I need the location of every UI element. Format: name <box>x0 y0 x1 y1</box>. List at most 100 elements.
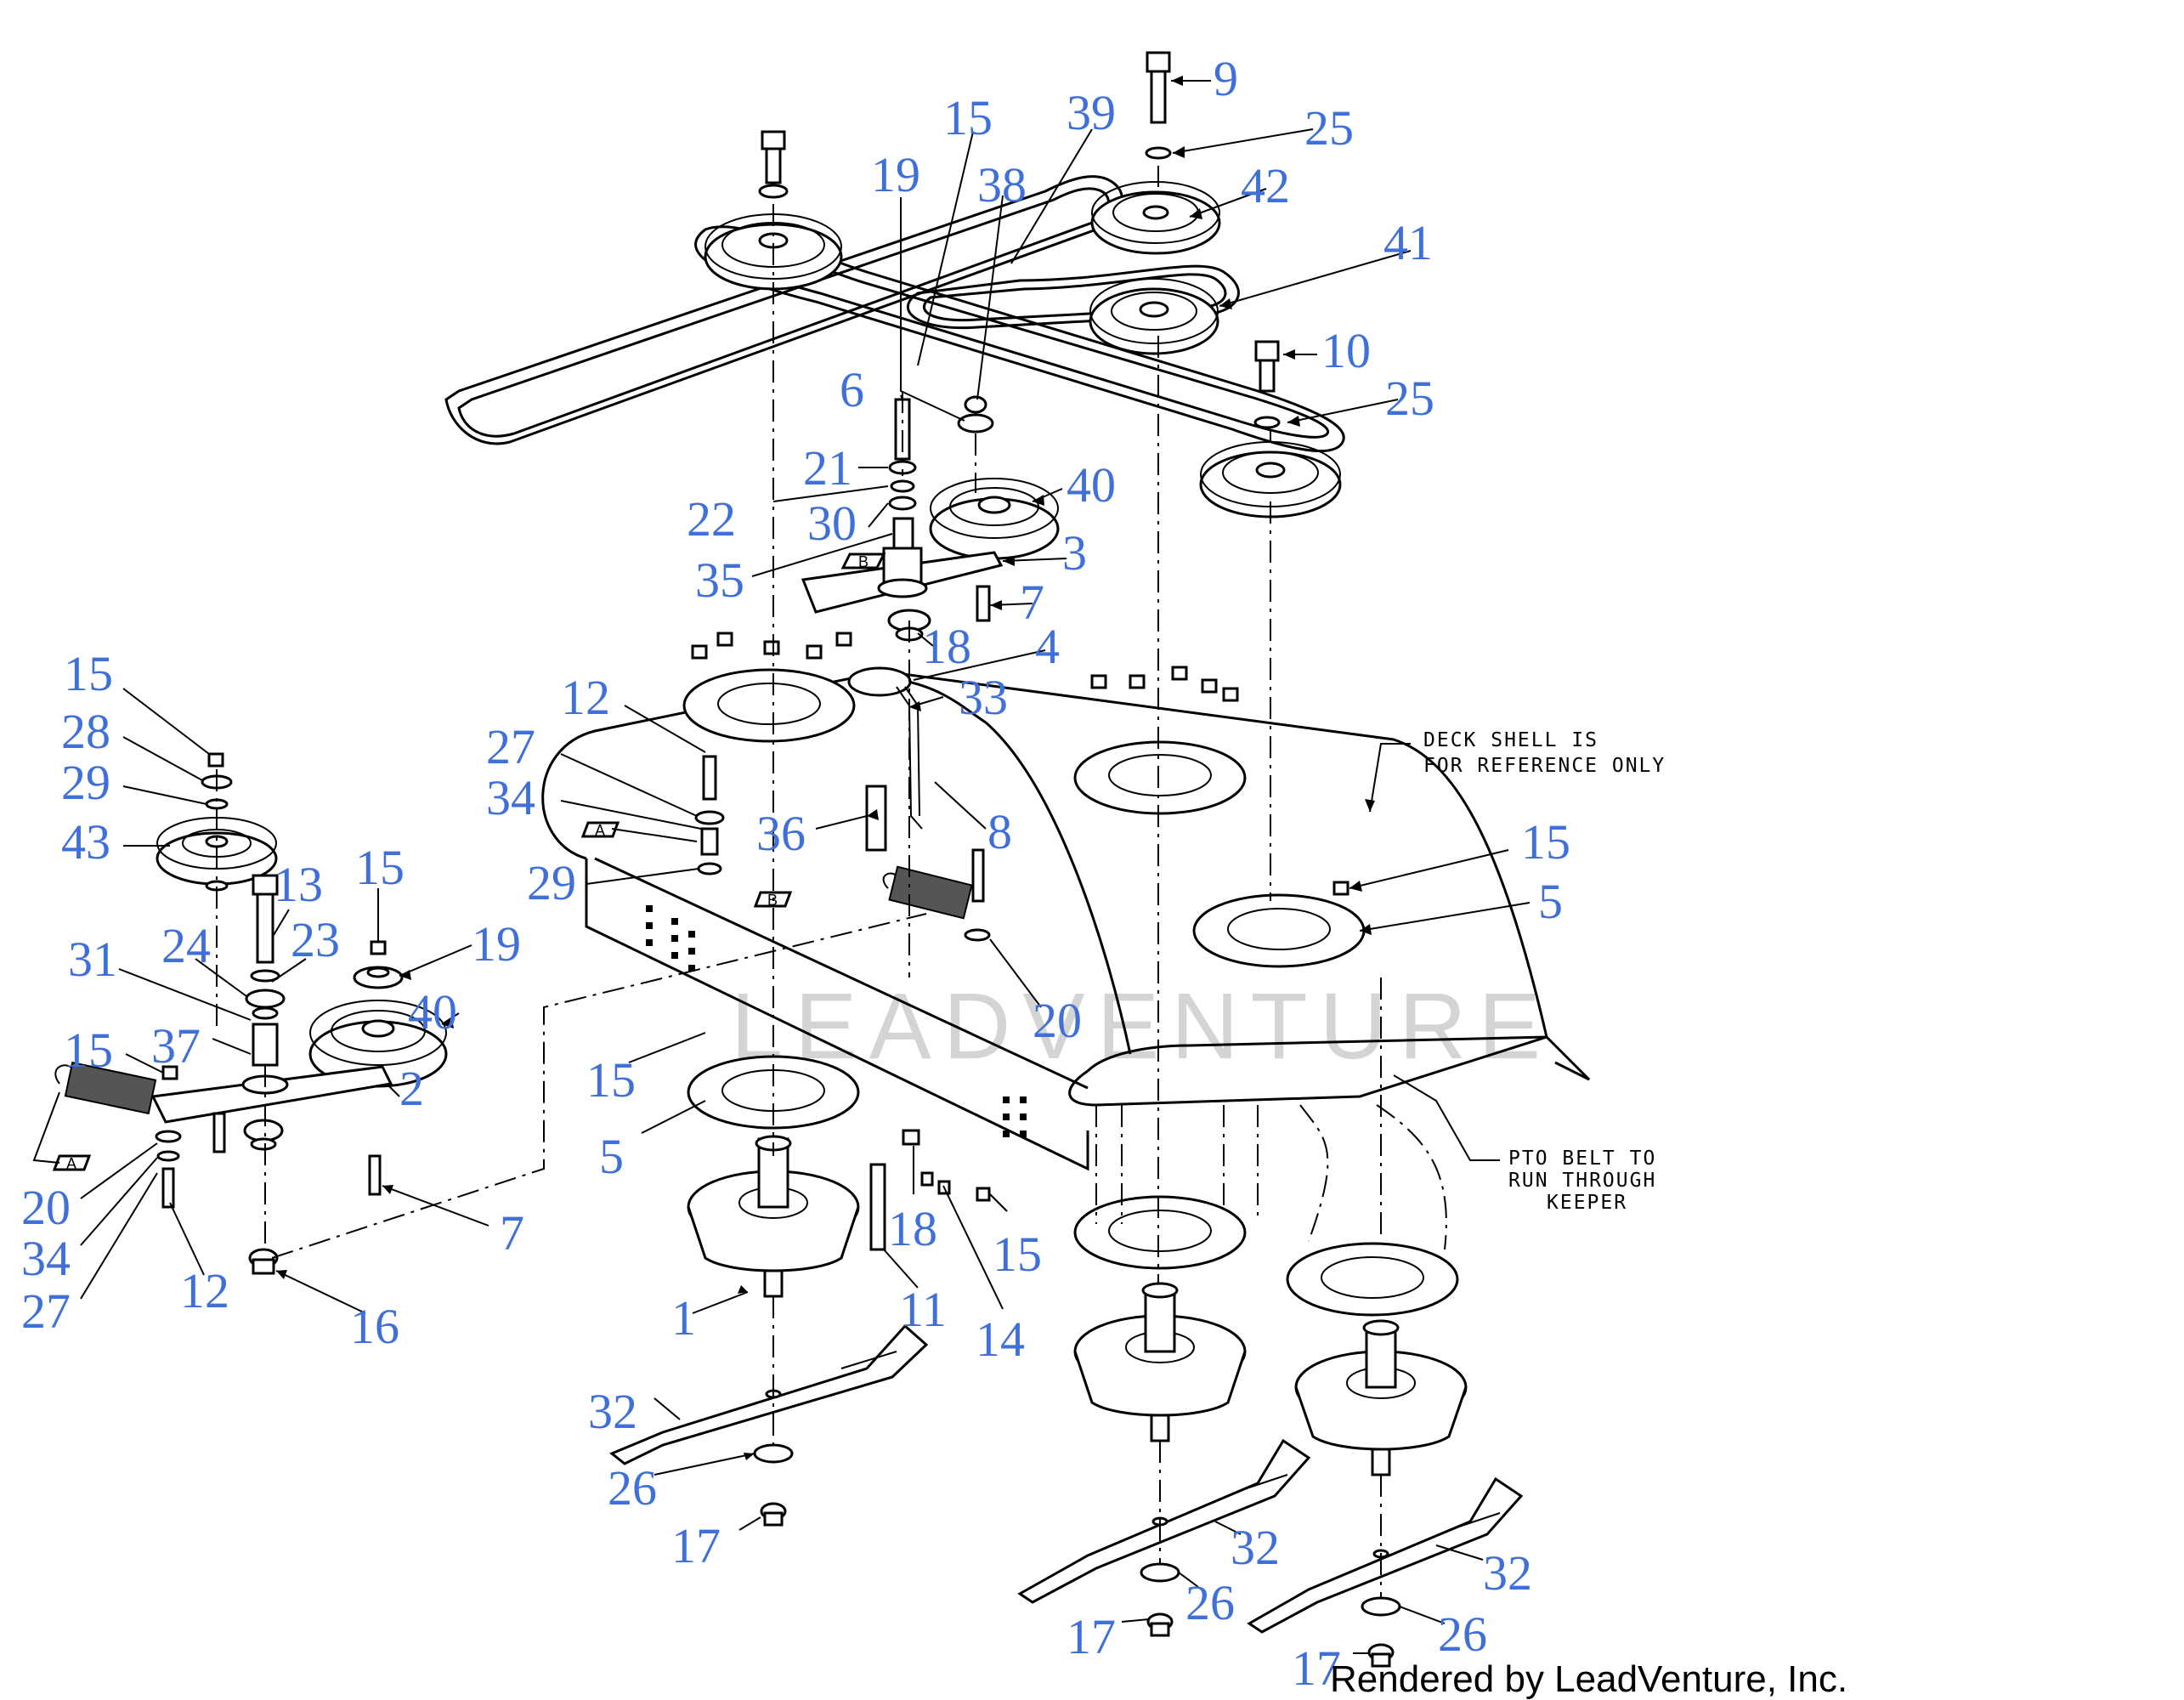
note-deck-line1: DECK SHELL IS <box>1423 729 1598 751</box>
part-label-l15c[interactable]: 15 <box>355 840 405 895</box>
idler-arm-3 <box>801 547 1004 642</box>
pulley-41 <box>1089 278 1219 355</box>
plate-5-left <box>687 1055 860 1130</box>
keeper-38 <box>957 395 994 434</box>
note-deck-shell: DECK SHELL IS FOR REFERENCE ONLY <box>1365 729 1666 813</box>
part-label-l26c[interactable]: 26 <box>1438 1606 1487 1662</box>
part-label-l2[interactable]: 2 <box>399 1061 424 1116</box>
part-label-l27a[interactable]: 27 <box>486 719 535 774</box>
pulley-right <box>1199 441 1342 518</box>
part-label-l24[interactable]: 24 <box>161 918 211 973</box>
plate-center-spindle <box>1073 1195 1247 1270</box>
part-label-l33[interactable]: 33 <box>959 670 1008 725</box>
spindle-1 <box>687 1135 860 1298</box>
part-label-l15f[interactable]: 15 <box>1521 814 1570 870</box>
callout-a-deck-text: A <box>595 822 605 839</box>
part-label-l25b[interactable]: 25 <box>1385 371 1434 426</box>
bolt-9 <box>1145 51 1172 160</box>
deck-stack-12 <box>694 755 725 876</box>
part-label-l43[interactable]: 43 <box>61 814 110 870</box>
part-label-l17b[interactable]: 17 <box>1067 1609 1116 1664</box>
part-label-l7b[interactable]: 7 <box>500 1205 524 1261</box>
part-label-l37[interactable]: 37 <box>151 1018 201 1074</box>
part-label-l1[interactable]: 1 <box>671 1290 696 1346</box>
note-deck-line2: FOR REFERENCE ONLY <box>1423 755 1666 777</box>
part-label-l32b[interactable]: 32 <box>1231 1520 1280 1575</box>
part-label-l3[interactable]: 3 <box>1062 525 1087 581</box>
part-label-l12a[interactable]: 12 <box>561 670 610 725</box>
idler-pulley-40-top <box>929 478 1060 560</box>
note-pto-belt: PTO BELT TO RUN THROUGH KEEPER <box>1393 1074 1656 1214</box>
part-label-l15b[interactable]: 15 <box>64 646 113 701</box>
part-label-l34a[interactable]: 34 <box>486 770 535 825</box>
part-label-l23[interactable]: 23 <box>291 912 340 967</box>
part-label-l42[interactable]: 42 <box>1241 158 1290 213</box>
part-label-l19b[interactable]: 19 <box>472 916 521 972</box>
part-label-l16[interactable]: 16 <box>350 1299 399 1354</box>
arrowheads <box>276 76 1372 1460</box>
part-label-l9[interactable]: 9 <box>1214 51 1238 106</box>
part-label-l29b[interactable]: 29 <box>61 755 110 810</box>
part-label-l6[interactable]: 6 <box>840 362 864 417</box>
part-label-l29a[interactable]: 29 <box>527 855 576 910</box>
part-label-l18b[interactable]: 18 <box>888 1201 937 1256</box>
part-label-l8[interactable]: 8 <box>987 804 1012 859</box>
bearing-19-left <box>353 940 404 989</box>
part-label-l12b[interactable]: 12 <box>180 1263 229 1318</box>
bolt-10 <box>1253 340 1281 429</box>
part-label-l30[interactable]: 30 <box>807 496 857 551</box>
part-label-l41[interactable]: 41 <box>1383 215 1433 270</box>
note-pto-line1: PTO BELT TO <box>1508 1148 1656 1170</box>
part-label-l26b[interactable]: 26 <box>1185 1575 1235 1630</box>
part-label-l34b[interactable]: 34 <box>21 1231 71 1286</box>
part-label-l35[interactable]: 35 <box>695 552 744 608</box>
part-label-l17a[interactable]: 17 <box>671 1518 721 1573</box>
plate-top-right <box>1073 740 1247 815</box>
part-label-l28[interactable]: 28 <box>61 704 110 759</box>
deck-shell <box>541 670 1591 1171</box>
part-label-l40a[interactable]: 40 <box>1067 457 1116 513</box>
part-label-l21[interactable]: 21 <box>803 440 852 496</box>
part-label-l15a[interactable]: 15 <box>943 90 993 145</box>
plate-right-spindle <box>1286 1242 1459 1317</box>
part-label-l11[interactable]: 11 <box>899 1282 947 1337</box>
part-label-l39[interactable]: 39 <box>1067 85 1116 140</box>
part-label-l38[interactable]: 38 <box>977 157 1027 212</box>
part-label-l32a[interactable]: 32 <box>588 1384 637 1439</box>
nut-16 <box>248 1248 279 1275</box>
part-label-l32c[interactable]: 32 <box>1483 1545 1532 1601</box>
part-label-l4[interactable]: 4 <box>1035 619 1060 674</box>
part-label-l15e[interactable]: 15 <box>586 1052 636 1108</box>
part-label-l18a[interactable]: 18 <box>922 619 971 674</box>
part-label-l15g[interactable]: 15 <box>993 1227 1042 1282</box>
plate-top-left <box>682 668 856 743</box>
part-label-l5a[interactable]: 5 <box>599 1129 624 1184</box>
part-label-l40b[interactable]: 40 <box>408 984 457 1040</box>
spring-20-center <box>882 848 991 942</box>
part-label-l15d[interactable]: 15 <box>64 1023 113 1078</box>
part-label-l31[interactable]: 31 <box>68 932 117 987</box>
part-label-l20a[interactable]: 20 <box>21 1180 71 1235</box>
idler-arm-2 <box>150 1065 393 1196</box>
part-label-l22[interactable]: 22 <box>687 491 736 547</box>
part-label-l19a[interactable]: 19 <box>871 147 920 202</box>
plate-nuts <box>691 632 1349 896</box>
part-label-l36[interactable]: 36 <box>756 806 806 861</box>
part-label-l5b[interactable]: 5 <box>1538 874 1563 929</box>
plate-5-right <box>1192 893 1366 968</box>
blade-32-left <box>609 1323 929 1465</box>
bolt-13 <box>245 874 286 1067</box>
part-label-l27b[interactable]: 27 <box>21 1284 71 1339</box>
part-label-l13[interactable]: 13 <box>274 857 323 912</box>
part-label-l17c[interactable]: 17 <box>1292 1640 1341 1696</box>
part-label-l25a[interactable]: 25 <box>1304 100 1354 156</box>
callout-b-top: B <box>840 552 886 570</box>
part-label-l7a[interactable]: 7 <box>1020 575 1044 630</box>
part-label-l10[interactable]: 10 <box>1321 323 1371 378</box>
part-label-l20b[interactable]: 20 <box>1033 993 1082 1048</box>
leader-lines <box>80 80 1530 1654</box>
part-label-l14[interactable]: 14 <box>976 1312 1025 1367</box>
part-label-l26a[interactable]: 26 <box>608 1460 657 1516</box>
spindle-center <box>1073 1282 1247 1442</box>
